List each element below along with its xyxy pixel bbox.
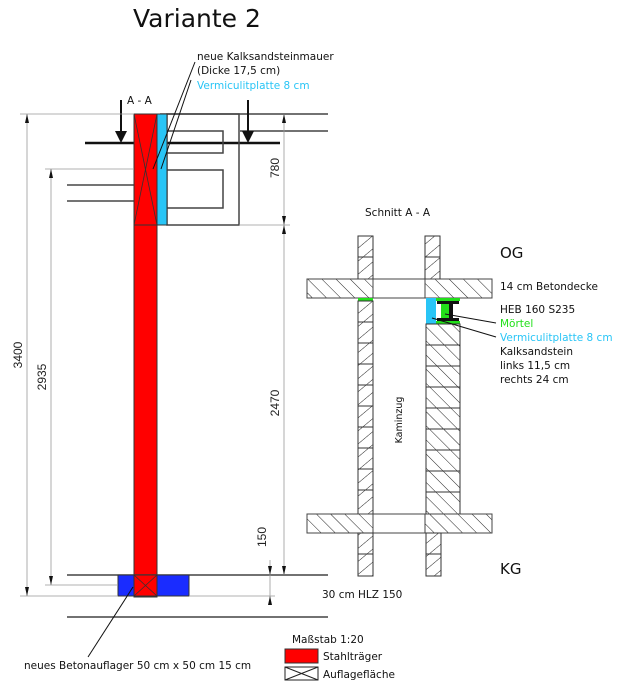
legend: Maßstab 1:20 Stahlträger Auflagefläche — [284, 634, 395, 681]
masonry-wall-left — [357, 300, 374, 515]
wall-annotation-1: neue Kalksandsteinmauer — [197, 51, 334, 63]
support-annotation: neues Betonauflager 50 cm x 50 cm 15 cm — [24, 660, 251, 672]
vermiculite-annotation: Vermiculitplatte 8 cm — [197, 80, 310, 92]
concrete-slab — [306, 278, 374, 299]
masonry-wall-right — [425, 323, 461, 515]
cross-line — [133, 574, 158, 597]
opening-inner — [167, 169, 224, 209]
drawing-title: Variante 2 — [133, 4, 261, 33]
wall-annotation-2: (Dicke 17,5 cm) — [197, 65, 280, 77]
leader-line — [87, 586, 134, 658]
dim-top: 780 — [268, 158, 282, 178]
floor-label-og: OG — [500, 244, 523, 262]
floor-label-kg: KG — [500, 560, 521, 578]
dim-middle: 2470 — [268, 389, 282, 416]
arrow-head-icon — [115, 131, 127, 143]
mortar-fill — [441, 304, 450, 319]
label-sandstone-1: Kalksandstein — [500, 346, 573, 358]
vermiculite-board — [156, 113, 168, 226]
legend-label-bearing: Auflagefläche — [323, 669, 395, 681]
leader-line — [431, 317, 497, 338]
mortar-layer — [436, 298, 460, 301]
cross-line — [284, 666, 319, 681]
label-vermiculite: Vermiculitplatte 8 cm — [500, 332, 613, 344]
dimension-arrows — [25, 114, 286, 605]
section-view: Schnitt A - A OG KG — [306, 207, 613, 601]
legend-swatch-steel — [284, 648, 319, 664]
label-mortar: Mörtel — [500, 318, 533, 330]
opening-inner — [167, 130, 224, 154]
arrow-head-icon — [242, 131, 254, 143]
section-title: Schnitt A - A — [365, 207, 431, 219]
label-slab: 14 cm Betondecke — [500, 281, 598, 293]
concrete-slab — [424, 278, 493, 299]
chimney-opening — [372, 278, 426, 299]
dim-bottom: 150 — [255, 527, 269, 547]
joints — [426, 344, 460, 493]
section-marker: A - A — [127, 95, 153, 107]
leader-line — [160, 79, 192, 170]
steel-beam — [133, 113, 158, 598]
label-sandstone-2: links 11,5 cm — [500, 360, 570, 372]
label-sandstone-3: rechts 24 cm — [500, 374, 569, 386]
cross-line — [133, 113, 158, 226]
vermiculite-board — [426, 298, 436, 324]
joints — [358, 321, 373, 491]
legend-label-steel: Stahlträger — [323, 651, 383, 663]
heb-beam-icon — [437, 301, 459, 321]
dimension-lines — [20, 113, 290, 605]
concrete-slab — [424, 513, 493, 534]
dim-total: 3400 — [11, 341, 25, 368]
chimney-opening — [372, 513, 426, 534]
leader-line — [152, 61, 196, 170]
leader-line — [444, 313, 497, 324]
chimney-label: Kaminzug — [394, 397, 405, 444]
concrete-slab — [306, 513, 374, 534]
dim-inner: 2935 — [35, 363, 49, 390]
label-hlz: 30 cm HLZ 150 — [322, 589, 402, 601]
legend-scale: Maßstab 1:20 — [292, 634, 364, 646]
mortar-layer — [358, 298, 373, 301]
label-beam: HEB 160 S235 — [500, 304, 575, 316]
elevation-view: A - A neue Kalksandsteinmauer (Dicke 17,… — [11, 51, 334, 672]
